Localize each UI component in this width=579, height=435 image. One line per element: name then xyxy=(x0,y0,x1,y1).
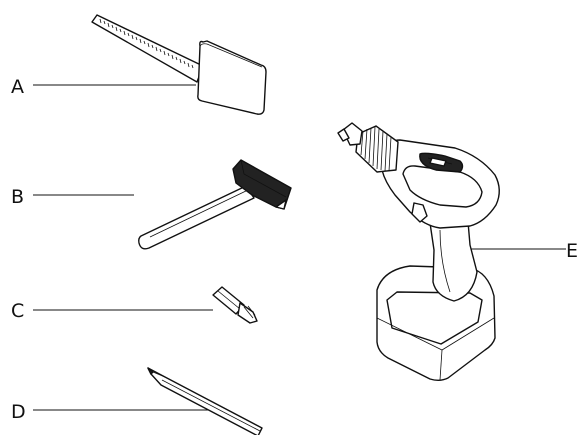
label-e: E xyxy=(566,240,578,262)
pencil xyxy=(147,367,263,435)
tape-ticks xyxy=(99,18,194,69)
tape-measure xyxy=(91,14,267,115)
chuck-grooves xyxy=(360,126,392,172)
cordless-drill xyxy=(337,122,500,381)
hammer xyxy=(138,159,292,250)
label-a: A xyxy=(11,76,24,98)
label-c: C xyxy=(11,300,24,322)
label-b: B xyxy=(11,186,24,208)
label-d: D xyxy=(11,401,26,423)
screwdriver-bit xyxy=(212,286,258,324)
